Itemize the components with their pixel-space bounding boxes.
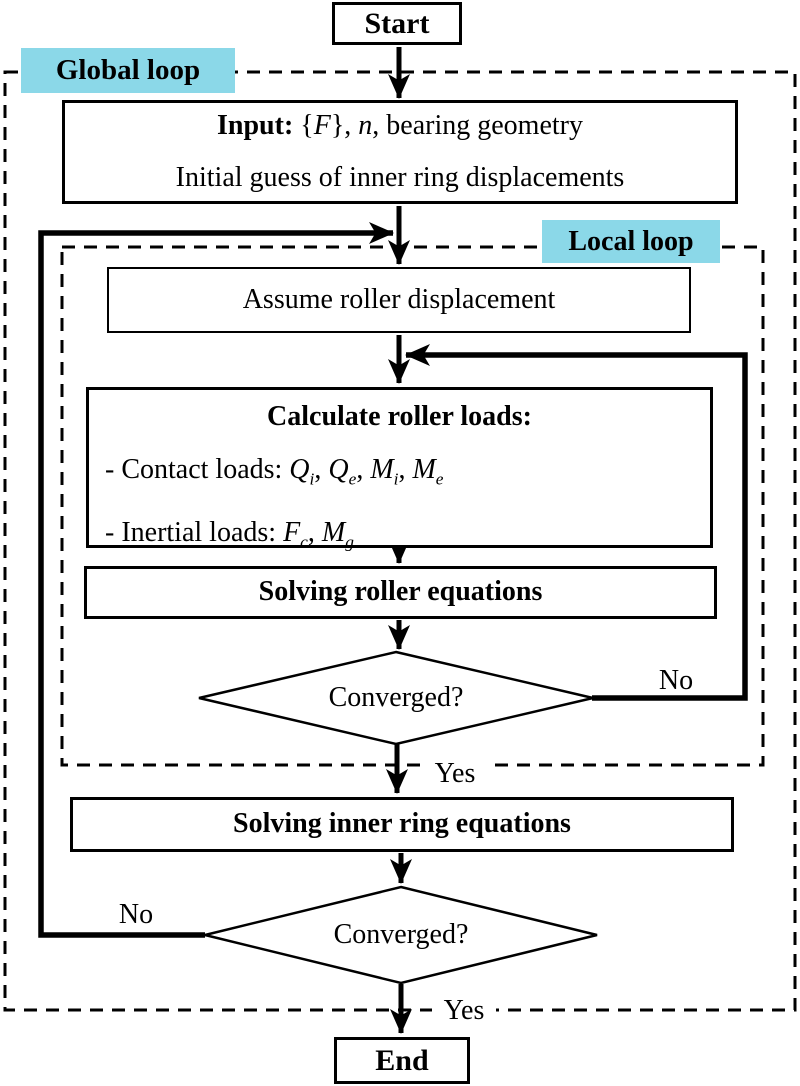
inner-equations-label: Solving inner ring equations xyxy=(233,808,571,840)
input-seg2: }, xyxy=(330,110,359,141)
calculate-contact-line: - Contact loads: Qi, Qe, Mi, Me xyxy=(89,443,710,506)
input-bold: Input: xyxy=(217,110,294,141)
local-loop-label: Local loop xyxy=(542,220,720,263)
input-sym-f: F xyxy=(313,110,331,141)
sym-Mg: M xyxy=(321,516,346,548)
local-loop-dashed-border xyxy=(60,245,765,767)
end-node: End xyxy=(334,1037,470,1084)
sym-Qi: Q xyxy=(289,454,310,485)
input-node: Input: {F}, n, bearing geometry Initial … xyxy=(62,100,738,204)
global-converged-text: Converged? xyxy=(333,919,469,950)
local-loop-text: Local loop xyxy=(568,225,694,257)
calculate-inertial-line: - Inertial loads: Fc, Mg xyxy=(89,506,710,569)
global-converged-label: Converged? xyxy=(301,918,501,952)
global-converged-diamond xyxy=(204,885,598,985)
input-seg3: , bearing geometry xyxy=(372,110,583,141)
sep: , xyxy=(356,454,371,485)
calculate-title: Calculate roller loads: xyxy=(267,401,532,432)
start-node: Start xyxy=(332,2,462,45)
sub-g: g xyxy=(345,532,354,552)
roller-equations-node: Solving roller equations xyxy=(84,566,717,619)
calculate-node: Calculate roller loads: - Contact loads:… xyxy=(86,387,713,551)
sym-Fc: F xyxy=(283,516,301,548)
inertial-label: - Inertial loads: xyxy=(105,516,284,548)
assume-node: Assume roller displacement xyxy=(107,267,691,333)
start-label: Start xyxy=(364,7,430,40)
sym-Mi: M xyxy=(370,454,394,485)
assume-label: Assume roller displacement xyxy=(242,283,556,315)
input-seg1: { xyxy=(293,110,314,141)
no-label-global: No xyxy=(110,898,162,932)
no-label-local: No xyxy=(648,664,704,698)
local-no-return-line xyxy=(405,344,748,701)
contact-label: - Contact loads: xyxy=(105,454,290,485)
sub-e: e xyxy=(435,469,444,489)
sep: , xyxy=(307,516,322,548)
yes-global-text: Yes xyxy=(443,994,485,1026)
sym-Me: M xyxy=(412,454,436,485)
no-local-text: No xyxy=(658,665,694,696)
global-loop-text: Global loop xyxy=(55,54,201,86)
sub-c: c xyxy=(300,532,308,552)
no-global-text: No xyxy=(118,899,154,930)
sub-i: i xyxy=(309,469,315,489)
inner-equations-node: Solving inner ring equations xyxy=(70,797,734,852)
yes-label-global: Yes xyxy=(432,994,496,1027)
end-label: End xyxy=(375,1044,429,1077)
global-loop-label: Global loop xyxy=(21,48,235,93)
local-converged-label: Converged? xyxy=(296,681,496,715)
input-line-2: Initial guess of inner ring displacement… xyxy=(175,162,625,193)
sym-Qe: Q xyxy=(328,454,349,485)
yes-label-local: Yes xyxy=(424,757,486,791)
yes-local-text: Yes xyxy=(434,758,476,789)
local-converged-text: Converged? xyxy=(328,682,464,713)
sep: , xyxy=(398,454,413,485)
input-line-1: Input: {F}, n, bearing geometry xyxy=(65,100,735,152)
input-sym-n: n xyxy=(358,110,373,141)
sub-e: e xyxy=(348,469,357,489)
global-no-return-line xyxy=(38,222,394,938)
sep: , xyxy=(314,454,329,485)
sub-i: i xyxy=(393,469,399,489)
roller-equations-label: Solving roller equations xyxy=(258,576,543,608)
